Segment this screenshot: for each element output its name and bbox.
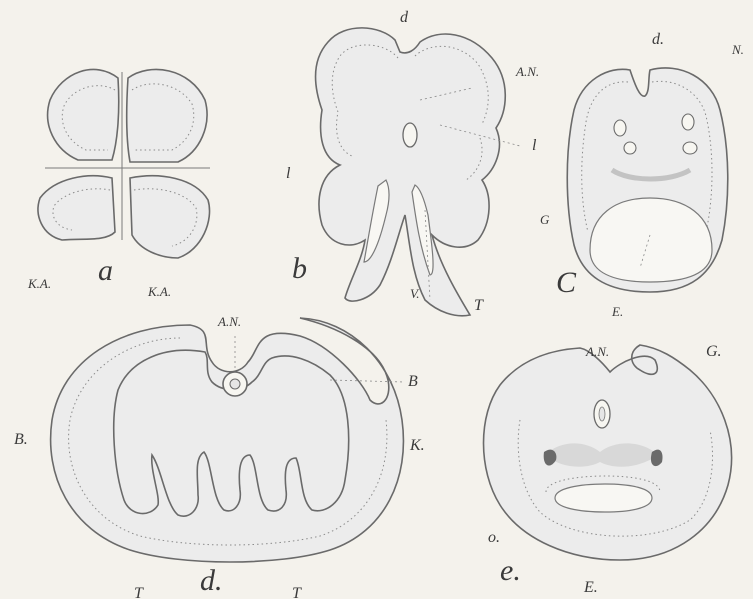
figure-d-label-t-left: T <box>134 585 144 599</box>
figure-b-label-t: T <box>474 297 484 314</box>
figure-c-label-d: d. <box>652 31 664 48</box>
figure-b-drawing: d A.N. l l b V. T <box>286 9 539 316</box>
figure-d-label-an: A.N. <box>217 314 241 329</box>
figure-e-label-g: G. <box>706 343 722 360</box>
figure-c-label-e: E. <box>611 304 623 319</box>
figure-a-label-right: K.A. <box>147 284 171 299</box>
figure-b-label-d: d <box>400 9 409 26</box>
figure-d-label-k: K. <box>409 437 425 454</box>
figure-c-label-n: N. <box>731 42 744 57</box>
figure-d-drawing: A.N. B B. K. T d. T <box>14 314 425 599</box>
figure-e-drawing: A.N. G. o. e. E. <box>484 343 732 596</box>
figure-d-label-t-right: T <box>292 585 302 599</box>
figure-d-label-b-left: B. <box>14 431 28 448</box>
figure-b-label-v: V. <box>410 286 420 301</box>
figure-a-letter: a <box>98 254 113 287</box>
figure-b-label-an: A.N. <box>515 64 539 79</box>
figure-a-drawing: a K.A. K.A. <box>27 69 210 299</box>
figure-b-label-l-left: l <box>286 165 291 182</box>
figure-c-letter: C <box>556 266 577 299</box>
figure-a-label-left: K.A. <box>27 276 51 291</box>
figure-b-label-l-right: l <box>532 137 537 154</box>
figure-c-label-g: G <box>540 212 550 227</box>
figure-e-letter: e. <box>500 554 521 587</box>
figure-d-letter: d. <box>200 564 223 597</box>
figure-c-drawing: d. N. G C E. <box>540 31 744 319</box>
figure-d-label-b-right: B <box>408 373 418 390</box>
figure-b-letter: b <box>292 252 307 285</box>
figure-e-label-o: o. <box>488 529 500 546</box>
figure-e-label-an: A.N. <box>585 344 609 359</box>
figure-e-label-e: E. <box>583 579 598 596</box>
